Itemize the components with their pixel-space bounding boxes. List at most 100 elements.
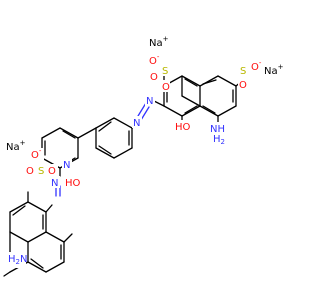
- atom-n-azo2: N: [133, 118, 140, 129]
- bond-double: [12, 205, 26, 216]
- bond: [113, 147, 133, 159]
- label-backdrop: [208, 122, 232, 138]
- label-backdrop: [148, 54, 162, 68]
- bond-double: [202, 105, 216, 114]
- bond: [3, 271, 11, 277]
- label-backdrop: [174, 120, 192, 132]
- bond: [181, 95, 201, 107]
- label-backdrop: [160, 80, 170, 92]
- atom-oh-bottom: HO: [65, 178, 81, 189]
- atom-o-left-a: O: [26, 166, 34, 177]
- atom-s-right: S: [240, 66, 246, 77]
- bond-double: [202, 79, 217, 85]
- atom-s-left: S: [38, 166, 44, 177]
- label-backdrop: [132, 116, 142, 128]
- nh2-right-n: N: [210, 124, 217, 135]
- bond-double: [98, 145, 112, 155]
- na-right-charge: +: [278, 63, 284, 71]
- label-backdrop: [160, 64, 170, 76]
- oh-top-h: H: [175, 122, 183, 133]
- bond: [45, 231, 65, 243]
- oh-bottom-h: H: [65, 178, 73, 189]
- label-backdrop: [148, 70, 158, 82]
- o-left-anion-symbol: O: [31, 150, 39, 161]
- na-left-charge: +: [20, 139, 26, 147]
- o-right-anion-charge: -: [259, 59, 262, 67]
- label-backdrop: [62, 158, 72, 170]
- bond: [27, 231, 47, 243]
- atom-n-azo3: N: [63, 160, 70, 171]
- label-backdrop: [262, 64, 288, 78]
- bond: [9, 201, 29, 213]
- label-backdrop: [30, 148, 44, 162]
- atom-nh2-left: H2N: [8, 254, 27, 266]
- bond: [113, 117, 133, 129]
- label-backdrop: [50, 176, 60, 188]
- na-top-symbol: Na: [149, 38, 163, 49]
- atom-o-right-anion: O-: [251, 59, 262, 73]
- atom-o-right-a: O: [239, 80, 247, 91]
- bond-double: [62, 130, 76, 139]
- atom-o-left-anion: O-: [31, 147, 42, 161]
- atom-na-right: Na+: [264, 63, 284, 77]
- atom-s-top: S: [162, 66, 168, 77]
- bond-double: [30, 258, 44, 269]
- bond: [181, 75, 201, 87]
- nh2-left-sub: 2: [16, 258, 20, 266]
- label-backdrop: [148, 34, 170, 48]
- atom-o-top-a: O: [150, 72, 158, 83]
- atom-n-azo1: N: [146, 96, 153, 107]
- bond: [95, 147, 115, 159]
- o-top-anion-symbol: O: [149, 56, 157, 67]
- nh2-left-h: H: [8, 254, 16, 265]
- atom-n-azo4: N: [51, 178, 58, 189]
- bond: [63, 233, 73, 243]
- bond-double: [98, 121, 112, 132]
- bond: [27, 201, 47, 213]
- bond: [9, 231, 29, 243]
- nh2-right-h2: H: [213, 134, 221, 145]
- bond: [217, 105, 237, 117]
- na-top-charge: +: [163, 35, 169, 43]
- bond: [27, 261, 47, 273]
- bond: [163, 105, 183, 117]
- bond: [77, 127, 97, 139]
- na-right-symbol: Na: [264, 66, 278, 77]
- o-top-anion-charge: -: [157, 53, 160, 61]
- bond: [59, 127, 79, 139]
- bond: [45, 204, 53, 213]
- o-left-anion-charge: -: [39, 147, 42, 155]
- atom-na-top: Na+: [149, 35, 169, 49]
- atom-o-top-b: O: [162, 82, 170, 93]
- bond-double: [184, 105, 198, 114]
- nh2-right-sub: 2: [221, 138, 225, 146]
- na-left-symbol: Na: [6, 142, 20, 153]
- label-backdrop: [64, 176, 82, 188]
- bond: [41, 127, 61, 139]
- label-backdrop: [145, 94, 155, 106]
- bond-azo: [140, 106, 150, 121]
- atom-nh2-right: NH: [210, 124, 225, 135]
- label-backdrop: [238, 64, 260, 78]
- o-right-anion-symbol: O: [251, 62, 259, 73]
- atom-o-left-b: O: [48, 166, 56, 177]
- bond: [45, 261, 65, 273]
- bond: [95, 117, 115, 129]
- label-backdrop: [24, 164, 58, 178]
- nh2-left-n: N: [20, 254, 27, 265]
- label-backdrop: [238, 78, 248, 90]
- oh-top-o: O: [183, 122, 191, 133]
- atom-na-left: Na+: [6, 139, 26, 153]
- bond-double: [184, 78, 198, 87]
- bond: [217, 75, 237, 87]
- label-backdrop: [4, 140, 30, 154]
- atom-nh2-right-line2: H2: [213, 134, 225, 146]
- atom-oh-top: HO: [175, 122, 191, 133]
- oh-bottom-o: O: [73, 178, 81, 189]
- bond: [199, 105, 219, 117]
- bond-azo: [137, 102, 147, 117]
- label-backdrop: [6, 252, 26, 268]
- structure-diagram: Na+ O- S O O S O- O Na+ N N: [3, 34, 288, 277]
- nh2-right-h: H: [217, 124, 225, 135]
- bond: [181, 105, 201, 117]
